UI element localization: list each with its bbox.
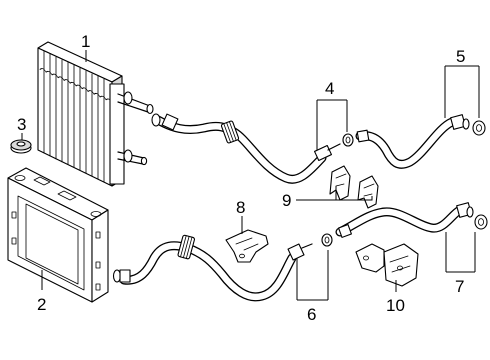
callout-4: 4: [325, 79, 334, 98]
mount-bracket-part-10: [355, 243, 419, 287]
lower-hose-part: [112, 234, 313, 302]
callout-9: 9: [282, 191, 291, 210]
callout-5: 5: [456, 47, 465, 66]
callout-8: 8: [236, 198, 245, 217]
o-ring-part-6: [321, 233, 333, 247]
oil-cooler-part: [37, 41, 154, 187]
leader-lines: [21, 50, 480, 301]
lower-right-hose-part: [335, 202, 474, 238]
callout-3: 3: [17, 115, 26, 134]
callout-7: 7: [455, 277, 464, 296]
o-ring-part-7: [474, 214, 488, 230]
o-ring-part-5: [472, 120, 486, 136]
callout-1: 1: [81, 32, 90, 51]
callout-10: 10: [386, 296, 405, 315]
seal-part: [10, 139, 32, 154]
upper-hose-part: [151, 113, 341, 184]
callout-6: 6: [307, 305, 316, 324]
upper-right-hose-part: [355, 114, 470, 169]
bracket-part-8: [225, 229, 269, 263]
cooler-housing-part: [7, 167, 109, 303]
callout-2: 2: [37, 295, 46, 314]
o-ring-part-4: [342, 133, 354, 147]
retaining-clip-part-9: [329, 165, 379, 209]
